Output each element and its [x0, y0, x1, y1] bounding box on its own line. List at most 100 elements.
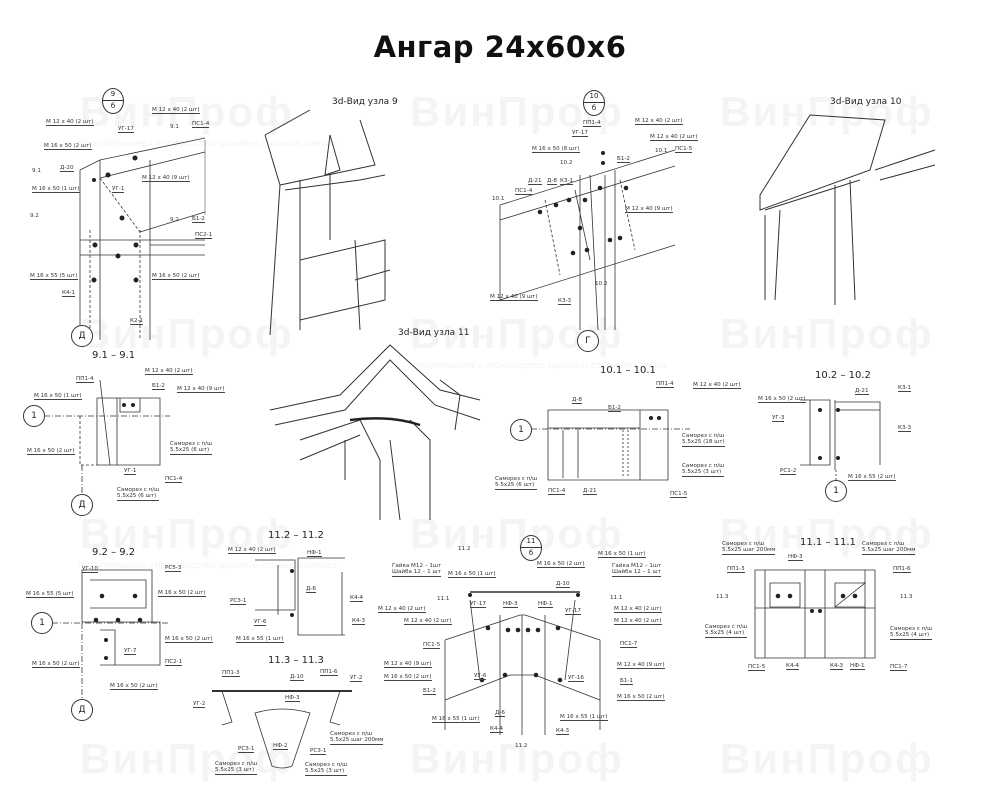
callout-label: ПП1-3	[222, 670, 240, 678]
callout-label: Д-6	[495, 710, 505, 718]
axis-marker: Г	[577, 330, 599, 352]
callout-label: Б1-2	[192, 216, 205, 224]
callout-label: М 16 х 50 (2 шт)	[44, 143, 92, 151]
callout-label: К3-3	[558, 298, 572, 306]
section-11-1-drawing	[754, 569, 876, 659]
callout-label: М 16 х 50 (1 шт)	[34, 393, 82, 401]
callout-label: М 16 х 50 (8 шт)	[532, 146, 580, 154]
callout-label: УГ-17	[565, 608, 581, 616]
node11-drawing	[444, 591, 601, 735]
callout-label: Д-20	[60, 165, 74, 173]
section-10-2-drawing	[800, 399, 881, 480]
watermark-logo: ВинПроф	[720, 88, 934, 136]
callout-label: К4-3	[352, 618, 366, 626]
section-cut-mark: 9.1	[32, 168, 41, 174]
axis-marker: Д	[71, 699, 93, 721]
callout-label: М 12 х 40 (2 шт)	[614, 618, 662, 626]
watermark-logo: ВинПроф	[80, 510, 294, 558]
callout-label: М 16 х 50 (2 шт)	[32, 661, 80, 669]
callout-label: Б1-2	[423, 688, 436, 696]
callout-label: ПП1-6	[320, 669, 338, 677]
section-10-1-title: 10.1 – 10.1	[600, 365, 656, 376]
callout-label: УГ-17	[470, 601, 486, 609]
callout-label: РС3-1	[238, 746, 255, 754]
callout-label: М 16 х 55 (1 шт)	[560, 714, 608, 722]
callout-label: К4-1	[62, 290, 76, 298]
axis-marker: 1	[510, 419, 532, 441]
callout-label: Б1-2	[152, 383, 165, 391]
section-11-2-title: 11.2 – 11.2	[268, 530, 324, 541]
callout-label: ПП1-3	[727, 566, 745, 574]
callout-label: УГ-17	[572, 130, 588, 138]
node9-3d-view	[264, 109, 391, 336]
callout-label: НФ-1	[850, 663, 865, 671]
callout-label: УГ-2	[350, 675, 363, 683]
section-9-1-title: 9.1 – 9.1	[92, 350, 136, 361]
watermark-logo: ВинПроф	[720, 310, 934, 358]
axis-marker: Д	[71, 494, 93, 516]
section-cut-mark: 9.1	[170, 124, 179, 130]
watermark-logo: ВинПроф	[720, 735, 934, 783]
section-cut-mark: 10.1	[492, 196, 505, 202]
section-9-1-drawing	[44, 379, 170, 495]
callout-label: Саморез с п/ш 5.5х25 (4 шт)	[890, 626, 933, 640]
callout-label: К4-4	[786, 663, 800, 671]
callout-label: УГ-6	[254, 619, 267, 627]
callout-label: ПС1-7	[890, 664, 908, 672]
callout-label: М 16 х 50 (1 шт)	[32, 186, 80, 194]
callout-label: Д-21	[855, 388, 869, 396]
callout-label: М 12 х 40 (2 шт)	[650, 134, 698, 142]
section-11-1-title: 11.1 – 11.1	[800, 537, 856, 548]
callout-label: ПП1-4	[76, 376, 94, 384]
callout-label: М 12 х 40 (2 шт)	[404, 618, 452, 626]
node9-drawing	[79, 137, 206, 340]
section-11-3-drawing	[212, 690, 352, 769]
callout-label: Саморез с п/ш 5.5х25 (4 шт)	[705, 624, 748, 638]
callout-label: ПС1-4	[548, 488, 566, 496]
callout-label: М 12 х 40 (9 шт)	[490, 294, 538, 302]
watermark-slogan: ПРОЕКТИРОВАНИЕ и ПРОИЗВОДСТВО ЗДАНИЙ на …	[408, 362, 668, 370]
callout-label: М 16 х 55 (1 шт)	[432, 716, 480, 724]
callout-label: М 16 х 50 (1 шт)	[598, 551, 646, 559]
callout-label: РС1-2	[780, 468, 797, 476]
section-cut-mark: 9.2	[30, 213, 39, 219]
watermark-logo: ВинПроф	[80, 310, 294, 358]
callout-label: М 16 х 50 (2 шт)	[158, 590, 206, 598]
callout-label: Гайка М12 – 1шт Шайба 12 – 1 шт	[392, 563, 442, 577]
callout-label: М 12 х 40 (9 шт)	[384, 661, 432, 669]
callout-label: М 12 х 40 (2 шт)	[693, 382, 741, 390]
section-9-2-title: 9.2 – 9.2	[92, 547, 136, 558]
callout-label: ПП1-4	[583, 120, 601, 128]
callout-label: Саморез с п/ш 5.5х25 шаг 200мм	[862, 541, 916, 555]
callout-label: ПП1-6	[893, 566, 911, 574]
callout-label: Саморез с п/ш 5.5х25 (3 шт)	[682, 463, 725, 477]
callout-label: М 16 х 50 (2 шт)	[758, 396, 806, 404]
callout-label: М 12 х 40 (2 шт)	[228, 547, 276, 555]
callout-label: Д-8	[547, 178, 557, 186]
page-title: Ангар 24х60х6	[373, 30, 627, 64]
watermark-logo: ВинПроф	[410, 735, 624, 783]
callout-label: М 16 х 50 (1 шт)	[448, 571, 496, 579]
callout-label: ПС1-4	[192, 121, 210, 129]
callout-label: Саморез с п/ш 5.5х25 (3 шт)	[215, 761, 258, 775]
section-cut-mark: 11.3	[716, 594, 729, 600]
callout-label: К4-4	[490, 726, 504, 734]
callout-label: Д-10	[290, 674, 304, 682]
view3d-node10-title: 3d-Вид узла 10	[830, 97, 902, 107]
callout-label: ПС1-5	[748, 664, 766, 672]
callout-label: М 12 х 40 (2 шт)	[152, 107, 200, 115]
callout-label: Саморез с п/ш 5.5х25 (3 шт)	[305, 762, 348, 776]
callout-label: РС5-3	[165, 565, 182, 573]
section-cut-mark: 9.2	[170, 217, 179, 223]
callout-label: М 12 х 40 (2 шт)	[378, 606, 426, 614]
callout-label: УГ-6	[474, 673, 487, 681]
callout-label: УГ-7	[124, 648, 137, 656]
section-cut-mark: 11.1	[610, 595, 623, 601]
axis-marker: 1	[825, 480, 847, 502]
callout-label: УГ-16	[568, 675, 584, 683]
callout-label: М 16 х 55 (5 шт)	[26, 591, 74, 599]
node11-3d-view	[269, 344, 481, 521]
callout-label: К3-1	[560, 178, 574, 186]
